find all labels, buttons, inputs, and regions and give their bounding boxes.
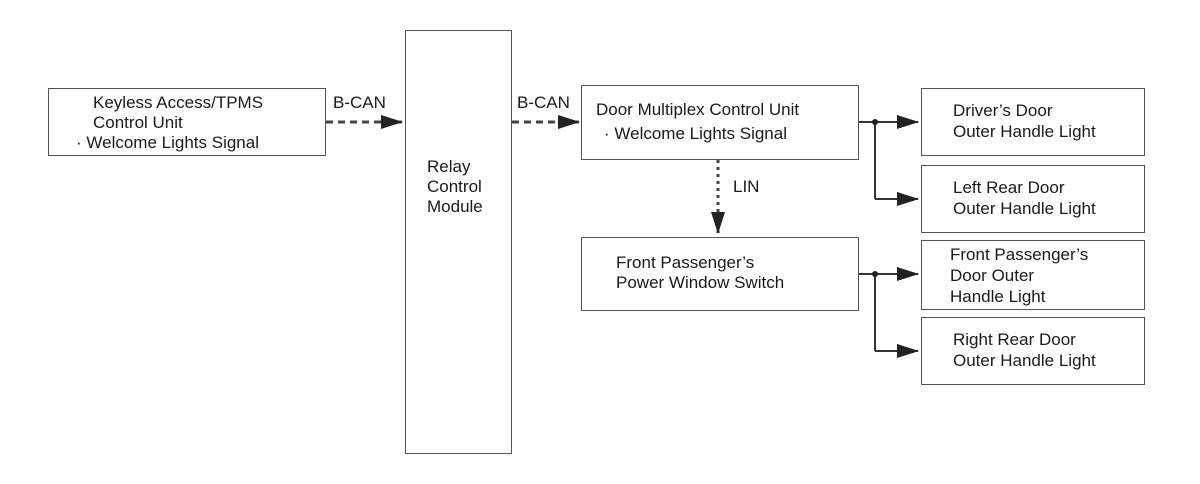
relay-line2: Control [427, 177, 482, 196]
left-rear-light-line1: Left Rear Door [953, 178, 1065, 197]
front-pass-switch-line2: Power Window Switch [616, 273, 785, 292]
bcan-1-label: B-CAN [333, 93, 386, 112]
keyless-access-tpms-node [48, 88, 326, 156]
left-rear-door-outer-handle-light-node [921, 165, 1145, 233]
relay-control-module-node [405, 30, 512, 454]
front-pass-light-line2: Door Outer [950, 266, 1035, 285]
switch-output-connectors [859, 267, 919, 358]
right-rear-light-line2: Outer Handle Light [953, 351, 1096, 370]
left-rear-light-line2: Outer Handle Light [953, 199, 1096, 218]
front-passenger-power-window-switch-node [581, 237, 859, 311]
keyless-line2: Control Unit [93, 113, 183, 132]
front-passenger-door-outer-handle-light-node [921, 240, 1145, 310]
keyless-line1: Keyless Access/TPMS [93, 93, 264, 112]
front-pass-light-line1: Front Passenger’s [950, 245, 1089, 264]
relay-line1: Relay [427, 157, 471, 176]
relay-line3: Module [427, 197, 483, 216]
driver-light-line1: Driver’s Door [953, 101, 1053, 120]
drivers-door-outer-handle-light-node [921, 88, 1145, 156]
keyless-line3: · Welcome Lights Signal [76, 133, 259, 152]
bcan-2-label: B-CAN [517, 93, 570, 112]
right-rear-light-line1: Right Rear Door [953, 330, 1076, 349]
door-mux-output-connectors [859, 115, 919, 206]
front-pass-switch-line1: Front Passenger’s [616, 253, 755, 272]
door-mux-line2: · Welcome Lights Signal [604, 124, 787, 143]
door-mux-line1: Door Multiplex Control Unit [596, 100, 800, 119]
driver-light-line2: Outer Handle Light [953, 122, 1096, 141]
lin-label: LIN [733, 177, 760, 196]
front-pass-light-line3: Handle Light [950, 287, 1046, 306]
door-multiplex-control-unit-node [581, 85, 859, 160]
right-rear-door-outer-handle-light-node [921, 317, 1145, 385]
